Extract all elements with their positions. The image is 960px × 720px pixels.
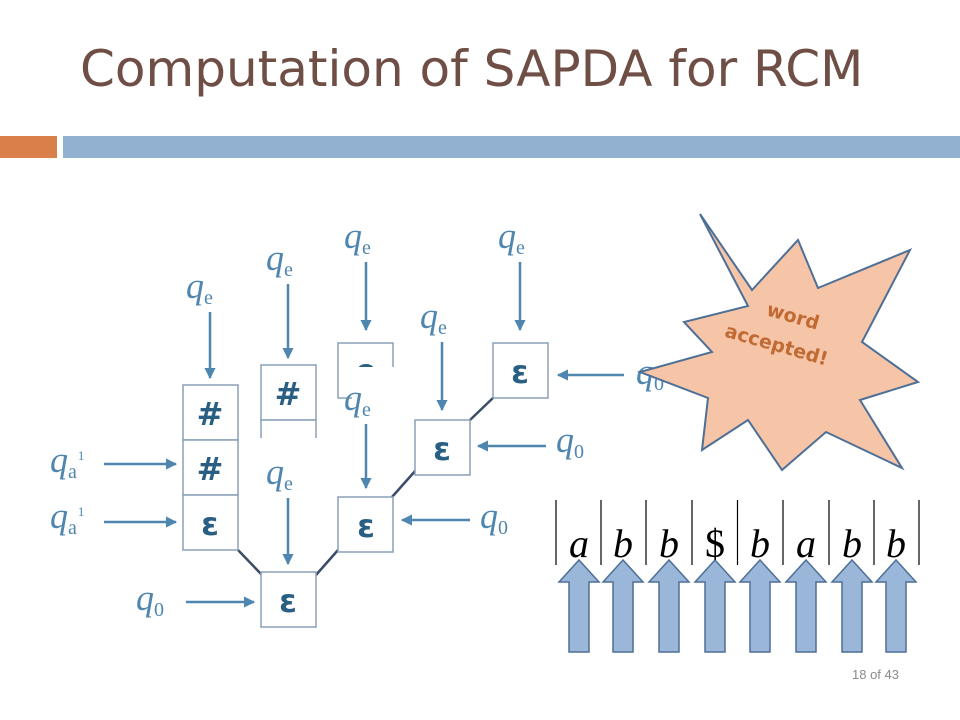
svg-text:qa1: qa1 [50,440,84,483]
page-number: 18 of 43 [852,667,899,682]
tape-letter: b [659,521,679,566]
tree-edge-top [469,396,495,421]
stack-cell-hash-3 [260,364,317,421]
stack-column-1: # # ε [182,384,239,551]
svg-text:qe: qe [186,266,213,309]
svg-text:qe: qe [344,216,371,259]
tape-head-arrow [601,558,645,653]
tape-head-arrow [784,558,828,653]
title-underline-bar [63,136,960,158]
q0-label-2: q0 [476,420,584,463]
svg-text:qe: qe [266,238,293,281]
stack-cell-epsilon-4 [492,342,549,399]
svg-text:q0: q0 [136,578,164,621]
stack-column-3-lower: ε [337,496,394,553]
stack-cell-hash-1 [182,384,239,441]
qe-label-1: qe [186,266,216,380]
stack-cell-epsilon-1 [182,494,239,551]
stack-column-5: ε [492,342,549,399]
slide-title: Computation of SAPDA for RCM [80,40,864,98]
title-accent-bar [0,136,57,158]
stack-column-3-upper: e [337,342,412,427]
tape-head-arrow [557,558,601,653]
overlap-mask [352,367,412,427]
svg-text:qe: qe [344,378,371,421]
svg-text:qe: qe [266,452,293,495]
tape-cell-dividers [555,500,920,565]
tape-letter: a [796,521,816,566]
qe-label-4: qe [498,216,526,332]
word-accepted-starburst: word accepted! [636,213,921,472]
epsilon-symbol: ε [201,505,219,543]
stack-column-2-bottom: ε [260,571,317,628]
svg-text:q0: q0 [480,496,508,539]
tape-letter: b [842,521,862,566]
stack-cell-hash-2 [182,439,239,496]
tape-head-arrow [874,558,918,653]
tape-head-arrow [830,558,874,653]
qe-label-2: qe [266,238,294,360]
overlap-mask [255,438,325,498]
epsilon-symbol: ε [279,582,297,620]
qe-label-7: qe [266,452,294,566]
qa1-label-2: qa1 [50,496,178,539]
svg-text:qe: qe [420,296,447,339]
starburst-shape [636,213,921,472]
tree-edge-mid [391,469,417,498]
epsilon-symbol: ε [433,430,451,468]
tape-letter: b [750,521,770,566]
computation-tree-edges [237,396,495,576]
hash-symbol: # [197,395,224,433]
qe-label-6: qe [344,378,372,490]
hash-symbol: # [197,450,224,488]
stack-column-4: ε [414,419,471,476]
svg-text:q0: q0 [556,420,584,463]
tape-head-arrow [693,558,737,653]
qe-label-5: qe [420,296,448,412]
stack-cell-epsilon-3 [414,419,471,476]
tape-letter: b [886,521,906,566]
svg-text:qa1: qa1 [50,496,84,539]
stack-column-2-upper: # [255,364,325,498]
tape-letter: a [569,521,589,566]
q0-label-3: q0 [400,496,508,539]
tape-head-arrow [738,558,782,653]
tape-head-arrow [647,558,691,653]
stack-cell-epsilon-2 [337,496,394,553]
tree-edge-left [237,549,263,576]
epsilon-symbol: ε [357,507,375,545]
hash-symbol: # [275,375,302,413]
tape-letter: $ [705,521,725,566]
tape-letter: b [613,521,633,566]
stack-cell-epsilon-root [260,571,317,628]
qa1-label-1: qa1 [50,440,178,483]
qe-label-3: qe [344,216,372,332]
svg-text:qe: qe [498,216,525,259]
q0-label-root: q0 [136,578,256,621]
tree-edge-right [315,549,339,576]
epsilon-symbol: ε [511,353,529,391]
tape-head-arrows [557,558,918,653]
